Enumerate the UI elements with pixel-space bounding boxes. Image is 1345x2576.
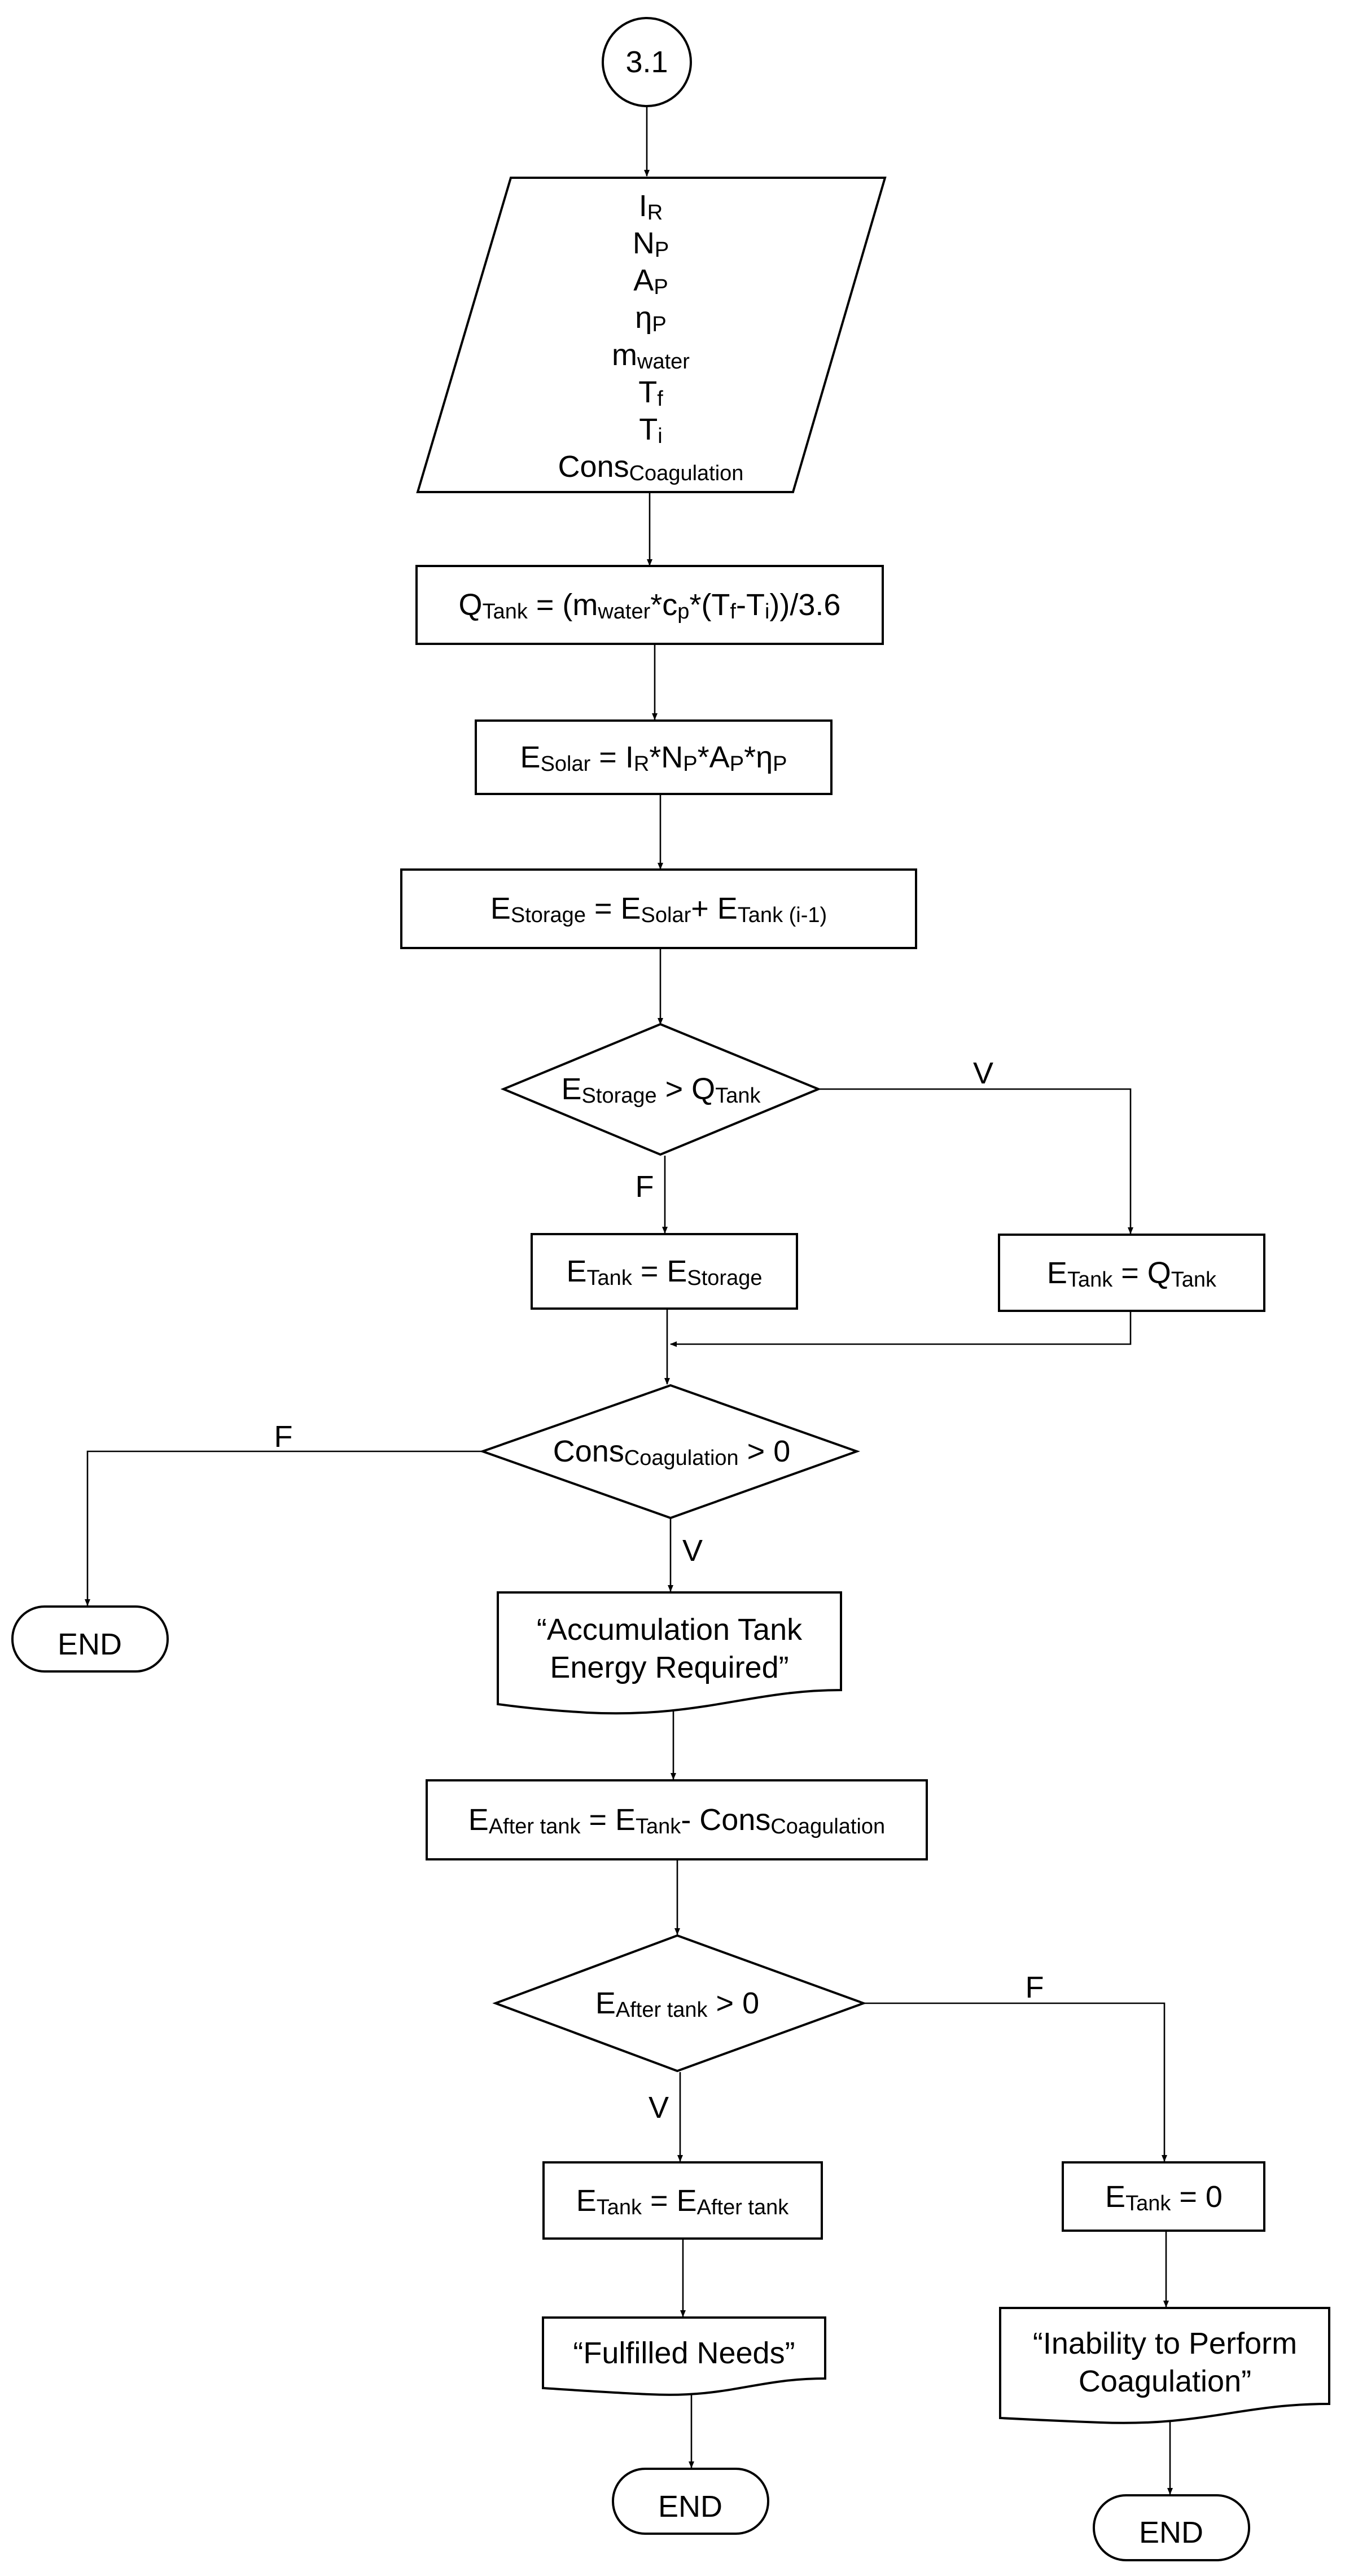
connector-label: 3.1 xyxy=(625,45,668,79)
end-left-terminal: END xyxy=(11,1605,169,1673)
assign-storage-formula: ETank = EStorage xyxy=(567,1254,763,1290)
input-line-5: Tf xyxy=(638,375,663,411)
assign-zero-process: ETank = 0 xyxy=(1062,2161,1265,2232)
decision-coagulation: ConsCoagulation > 0 F V xyxy=(274,1384,860,1568)
input-line-1: NP xyxy=(633,226,669,262)
input-line-3: ηP xyxy=(635,301,666,336)
e-solar-formula: ESolar = IR*NP*AP*ηP xyxy=(520,740,787,776)
input-line-7: ConsCoagulation xyxy=(558,450,744,485)
input-line-4: mwater xyxy=(612,338,690,374)
e-solar-process: ESolar = IR*NP*AP*ηP xyxy=(475,719,833,795)
input-line-6: Ti xyxy=(639,412,662,448)
q-tank-formula: QTank = (mwater*cp*(Tf-Ti))/3.6 xyxy=(459,588,841,624)
assign-zero-formula: ETank = 0 xyxy=(1105,2180,1223,2215)
doc-fulfilled: “Fulfilled Needs” xyxy=(542,2316,826,2396)
e-storage-formula: EStorage = ESolar+ ETank (i-1) xyxy=(490,892,827,927)
decision-after-tank-condition: EAfter tank > 0 xyxy=(595,1986,759,2022)
decision-after-tank: EAfter tank > 0 F V xyxy=(492,1934,1044,2125)
q-tank-process: QTank = (mwater*cp*(Tf-Ti))/3.6 xyxy=(415,565,884,645)
decision-after-tank-true-label: V xyxy=(649,2091,669,2125)
decision-storage-true-label: V xyxy=(973,1056,993,1090)
end-mid-label: END xyxy=(658,2490,722,2524)
edge-coag-false-branch xyxy=(85,1450,483,1606)
doc-accumulation: “Accumulation Tank Energy Required” xyxy=(497,1591,842,1715)
assign-storage-process: ETank = EStorage xyxy=(531,1233,798,1310)
connector-node: 3.1 xyxy=(602,17,692,107)
after-tank-formula: EAfter tank = ETank- ConsCoagulation xyxy=(468,1803,885,1838)
e-storage-process: EStorage = ESolar+ ETank (i-1) xyxy=(400,868,917,949)
assign-qtank-formula: ETank = QTank xyxy=(1047,1256,1217,1292)
doc-fulfilled-line-1: “Fulfilled Needs” xyxy=(573,2336,795,2370)
edge-after-false-branch xyxy=(864,2002,1167,2162)
after-tank-process: EAfter tank = ETank- ConsCoagulation xyxy=(426,1779,928,1860)
decision-storage-false-label: F xyxy=(636,1170,654,1204)
decision-storage: EStorage > QTank V F xyxy=(500,1022,993,1204)
decision-coagulation-condition: ConsCoagulation > 0 xyxy=(553,1434,790,1470)
input-node: IR NP AP ηP mwater Tf Ti ConsCoagulation xyxy=(416,177,887,493)
decision-coagulation-true-label: V xyxy=(682,1534,703,1568)
end-left-label: END xyxy=(58,1627,122,1661)
doc-inability-line-1: “Inability to Perform xyxy=(1033,2327,1297,2360)
assign-after-process: ETank = EAfter tank xyxy=(542,2161,823,2240)
end-right-terminal: END xyxy=(1093,2494,1250,2561)
decision-storage-condition: EStorage > QTank xyxy=(562,1072,761,1108)
edges xyxy=(85,107,1173,2495)
decision-coagulation-false-label: F xyxy=(274,1420,293,1454)
assign-after-formula: ETank = EAfter tank xyxy=(576,2184,790,2219)
doc-inability-line-2: Coagulation” xyxy=(1079,2364,1251,2398)
input-line-0: IR xyxy=(639,189,663,225)
end-right-label: END xyxy=(1139,2516,1203,2549)
assign-qtank-process: ETank = QTank xyxy=(998,1234,1265,1312)
end-mid-terminal: END xyxy=(612,2468,769,2535)
doc-accumulation-line-1: “Accumulation Tank xyxy=(537,1613,803,1647)
edge-decision-true-branch xyxy=(818,1088,1133,1234)
edge-assign-qtank-merge xyxy=(670,1311,1132,1347)
doc-inability: “Inability to Perform Coagulation” xyxy=(999,2307,1330,2424)
decision-after-tank-false-label: F xyxy=(1026,1971,1044,2004)
input-line-2: AP xyxy=(633,264,668,299)
doc-accumulation-line-2: Energy Required” xyxy=(550,1651,788,1684)
